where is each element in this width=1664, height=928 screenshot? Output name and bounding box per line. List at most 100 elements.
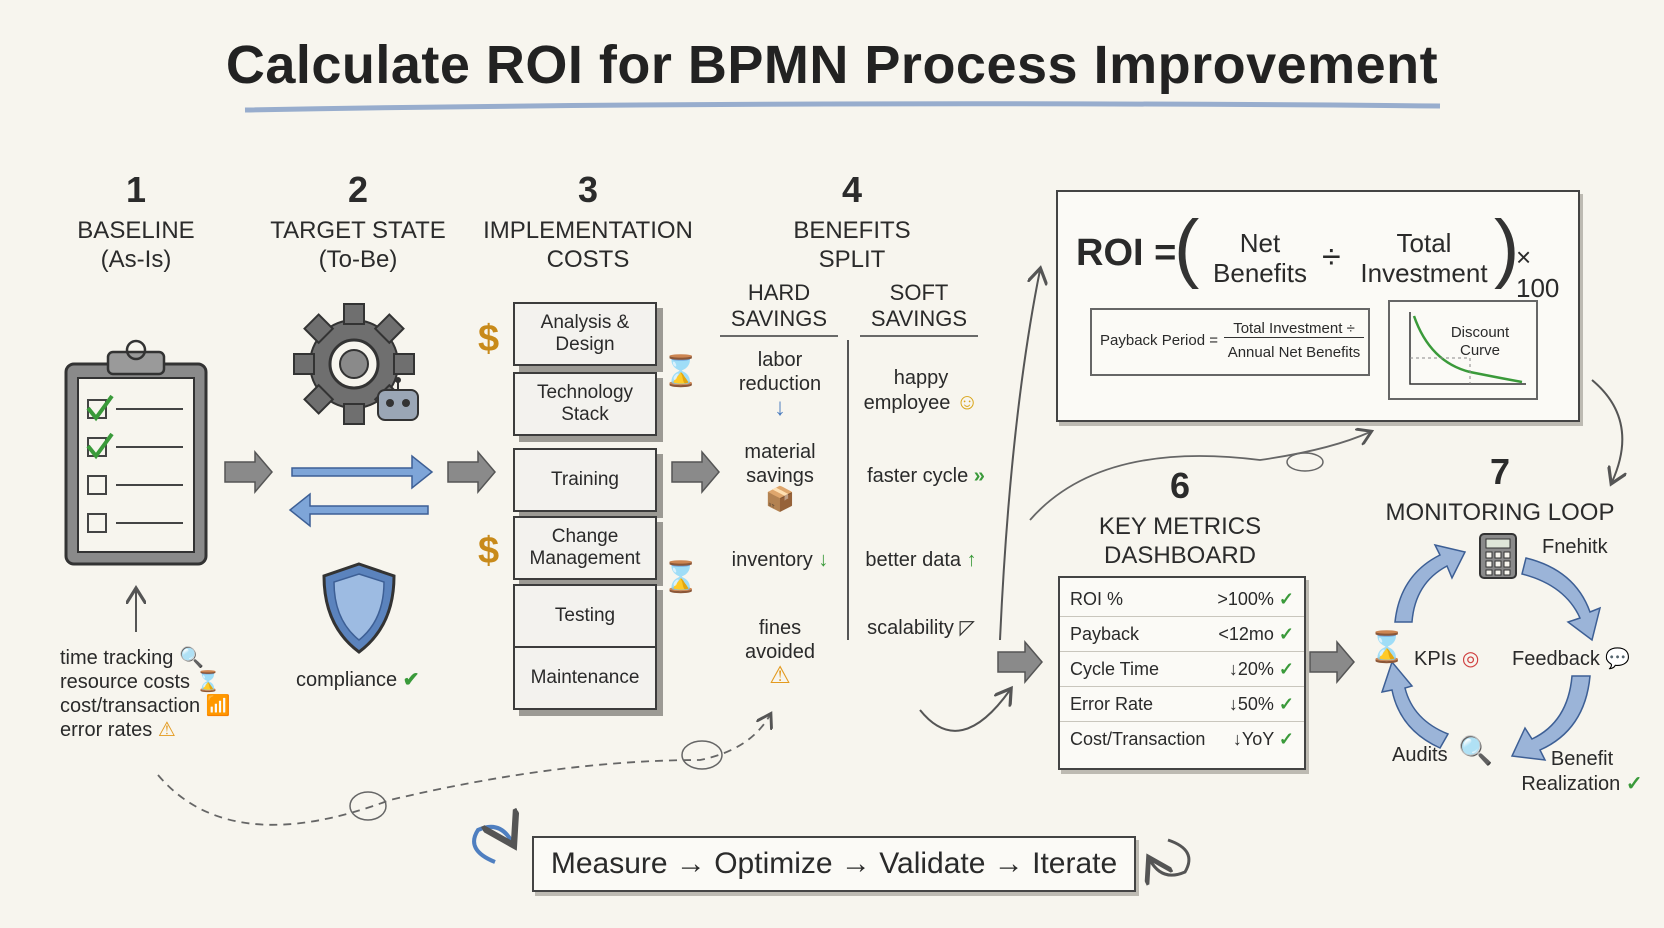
gear-icon [293,303,419,425]
step-label: IMPLEMENTATION [483,217,693,244]
step-sublabel: COSTS [546,246,630,273]
soft-saving-item: better data ↑ [865,549,977,571]
down-arrow-icon: ↓ [774,394,786,421]
cost-item: Change Management [513,516,657,580]
check-icon: ✓ [1278,658,1294,679]
loop-node-audits: Audits [1392,744,1448,766]
smiley-icon: ☺ [955,389,979,414]
payback-formula: Payback Period = Total Investment ÷ Annu… [1090,308,1370,376]
dollar-icon: $ [478,530,500,572]
box-icon: 📦 [765,486,795,513]
magnifier-icon: 🔍 [1458,735,1493,766]
cost-item: Testing [513,584,657,648]
check-icon: ✓ [1278,623,1294,644]
hard-saving-item: inventory ↓ [731,549,829,571]
bar-chart-icon: 📶 [205,695,231,717]
step-number: 4 [841,169,863,210]
step-sublabel: SPLIT [818,246,886,273]
step-sublabel: (To-Be) [318,246,398,273]
step-number: 7 [1489,451,1511,492]
shield-icon [322,562,396,654]
soft-saving-item: happy employee ☺ [863,367,979,414]
hourglass-icon: ⌛ [195,671,221,693]
chat-bubble-icon: 💬 [1605,648,1631,670]
calculator-icon [1479,533,1517,579]
step-label: TARGET STATE [270,217,446,244]
check-icon: ✓ [1278,693,1294,714]
iteration-banner: Measure → Optimize → Validate → Iterate [532,836,1136,892]
list-item: time tracking 🔍 [60,647,204,669]
cost-item: Analysis & Design [513,302,657,366]
check-icon: ✓ [1625,773,1643,795]
discount-curve-icon [1409,312,1526,385]
scale-icon: ◸ [959,617,975,639]
roi-label: ROI = [1076,232,1177,274]
metric-row: Error Rate↓50% ✓ [1060,687,1304,722]
metric-row: ROI %>100% ✓ [1060,582,1304,617]
hourglass-icon: ⌛ [662,561,700,594]
soft-saving-item: faster cycle » [867,465,985,487]
times-100: × 100 [1516,242,1560,303]
list-item: resource costs ⌛ [60,671,221,693]
step-2-header: 2 TARGET STATE (To-Be) [268,172,448,274]
step-sublabel: (As-Is) [100,246,172,273]
right-paren: ) [1494,205,1520,290]
step-number: 1 [125,169,147,210]
step-label: BASELINE [77,217,195,244]
hourglass-icon: ⌛ [1368,631,1406,664]
metrics-dashboard: ROI %>100% ✓ Payback<12mo ✓ Cycle Time↓2… [1058,576,1306,770]
soft-saving-item: scalability ◸ [867,617,975,639]
metric-row: Cycle Time↓20% ✓ [1060,652,1304,687]
magnifier-icon: 🔍 [178,647,204,669]
warning-icon: ⚠ [157,719,176,741]
hourglass-icon: ⌛ [662,355,700,388]
check-icon: ✓ [1278,588,1294,609]
robot-icon [377,377,419,421]
target-icon: ◎ [1461,648,1480,670]
compliance-label: compliance ✔ [296,669,420,691]
warning-icon: ⚠ [769,662,791,689]
metric-row: Cost/Transaction↓YoY ✓ [1070,728,1294,749]
step-number: 2 [347,169,369,210]
step-label: BENEFITS [793,217,911,244]
step-3-header: 3 IMPLEMENTATION COSTS [478,172,698,274]
left-paren: ( [1174,205,1200,290]
up-arrow-icon: ↑ [966,549,977,571]
step-sublabel: DASHBOARD [1103,542,1257,569]
cost-item: Technology Stack [513,372,657,436]
check-icon: ✓ [1278,728,1294,749]
dollar-icon: $ [478,318,500,360]
step-label: MONITORING LOOP [1385,499,1615,526]
loop-node-benefit-realization: Benefit Realization ✓ [1521,748,1643,795]
step-7-header: 7 MONITORING LOOP [1380,454,1620,527]
cost-item: Training [513,448,657,512]
step-6-header: 6 KEY METRICS DASHBOARD [1090,468,1270,570]
metric-row: Payback<12mo ✓ [1060,617,1304,652]
page-title: Calculate ROI for BPMN Process Improveme… [225,35,1439,95]
clipboard-icon [64,339,208,566]
loop-node-feedback: Feedback 💬 [1512,648,1631,670]
step-label: KEY METRICS [1098,513,1262,540]
divide-sign: ÷ [1322,238,1341,276]
step-4-header: 4 BENEFITS SPLIT [772,172,932,274]
fast-arrow-icon: » [973,465,985,487]
list-item: cost/transaction 📶 [60,695,231,717]
step-number: 3 [577,169,599,210]
step-number: 6 [1169,465,1191,506]
loop-node-top: Fnehitk [1542,536,1608,558]
check-icon: ✔ [402,669,420,691]
list-item: error rates ⚠ [60,719,176,741]
step-1-header: 1 BASELINE (As-Is) [66,172,206,274]
baseline-list: time tracking 🔍 resource costs ⌛ cost/tr… [60,646,260,742]
cost-item: Maintenance [513,646,657,710]
